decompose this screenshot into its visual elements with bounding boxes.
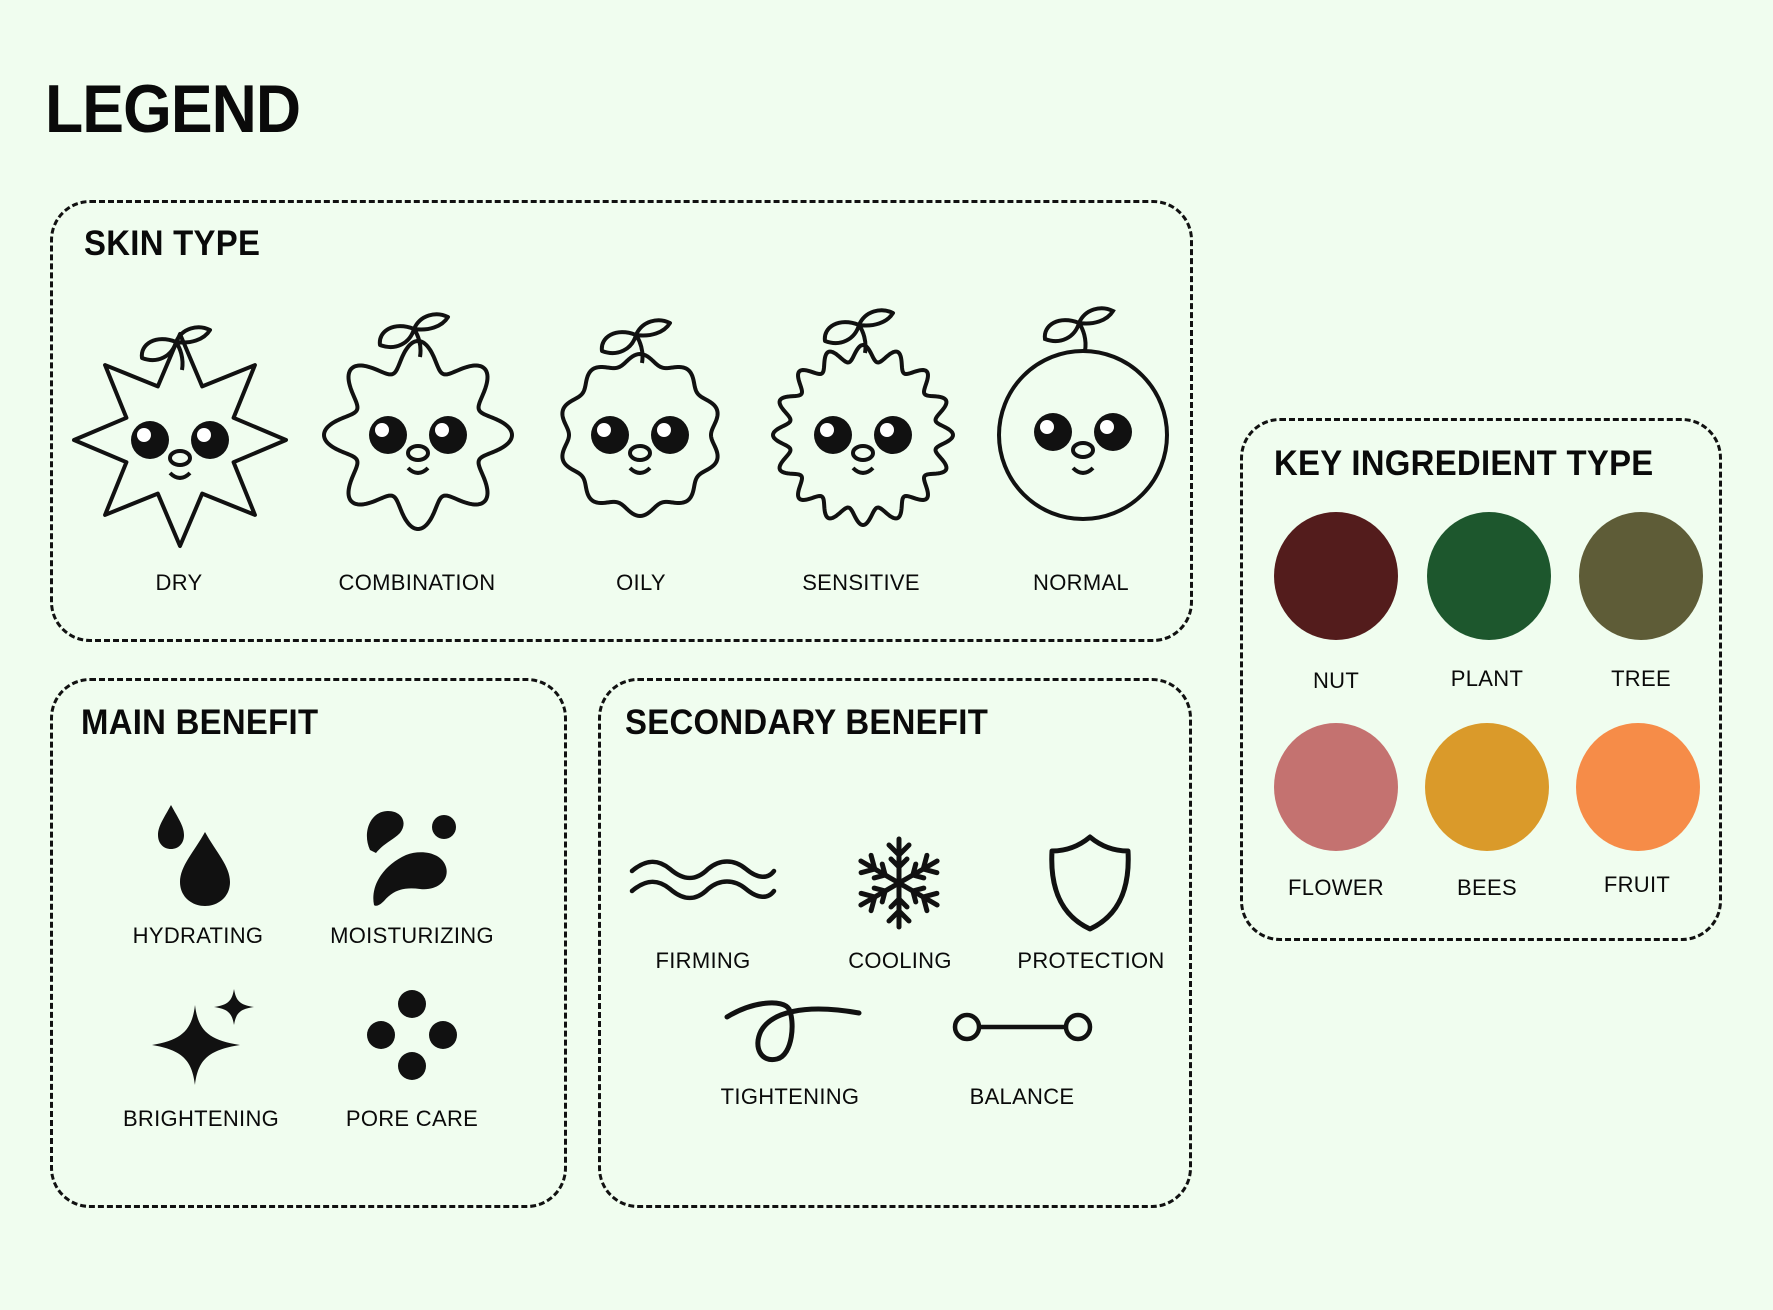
main-benefit-label-brightening: BRIGHTENING xyxy=(122,1106,280,1131)
main-benefit-heading: MAIN BENEFIT xyxy=(81,703,319,742)
ingredient-label-flower: FLOWER xyxy=(1288,875,1384,900)
nut-swatch xyxy=(1274,512,1398,640)
main-benefit-label-pore-care: PORE CARE xyxy=(345,1106,479,1131)
droplets-icon xyxy=(158,805,230,906)
shield-icon xyxy=(1049,834,1131,932)
secondary-benefit-label-cooling: COOLING xyxy=(848,948,952,973)
snowflake-icon xyxy=(852,836,947,933)
wavy-face-icon xyxy=(560,318,720,518)
ingredient-label-fruit: FRUIT xyxy=(1603,872,1671,897)
sparkle-icon xyxy=(152,989,254,1085)
star-face-icon xyxy=(72,325,288,548)
skin-type-heading: SKIN TYPE xyxy=(84,224,261,263)
flower-swatch xyxy=(1274,723,1398,851)
ingredient-label-plant: PLANT xyxy=(1450,666,1524,691)
bees-swatch xyxy=(1425,723,1549,851)
main-benefit-panel xyxy=(50,678,567,1208)
balance-icon xyxy=(952,1012,1093,1042)
waves-icon xyxy=(629,859,777,901)
loop-icon xyxy=(724,1000,862,1063)
main-benefit-label-moisturizing: MOISTURIZING xyxy=(330,923,494,948)
secondary-benefit-label-protection: PROTECTION xyxy=(1017,948,1165,973)
page-title: LEGEND xyxy=(45,71,301,147)
secondary-benefit-label-balance: BALANCE xyxy=(969,1084,1075,1109)
secondary-benefit-panel xyxy=(598,678,1192,1208)
secondary-benefit-heading: SECONDARY BENEFIT xyxy=(625,703,989,742)
ingredient-label-bees: BEES xyxy=(1457,875,1517,900)
tree-swatch xyxy=(1579,512,1703,640)
skin-type-label-combination: COMBINATION xyxy=(338,570,496,595)
main-benefit-label-hydrating: HYDRATING xyxy=(132,923,264,948)
splash-icon xyxy=(366,811,456,906)
plant-swatch xyxy=(1427,512,1551,640)
secondary-benefit-label-tightening: TIGHTENING xyxy=(720,1084,860,1109)
skin-type-label-sensitive: SENSITIVE xyxy=(802,570,920,595)
skin-type-label-dry: DRY xyxy=(155,570,203,595)
skin-type-panel xyxy=(50,200,1193,642)
ingredient-label-nut: NUT xyxy=(1312,668,1360,693)
fruit-swatch xyxy=(1576,723,1700,851)
skin-type-label-oily: OILY xyxy=(616,570,666,595)
secondary-benefit-label-firming: FIRMING xyxy=(655,948,751,973)
ingredient-label-tree: TREE xyxy=(1611,666,1671,691)
skin-type-label-normal: NORMAL xyxy=(1033,570,1129,595)
key-ingredient-heading: KEY INGREDIENT TYPE xyxy=(1274,444,1654,483)
circle-face-icon xyxy=(997,306,1169,521)
flower-face-icon xyxy=(322,312,514,531)
dots-icon xyxy=(367,990,457,1080)
cog-face-icon xyxy=(771,308,955,527)
key-ingredient-panel xyxy=(1240,418,1722,941)
